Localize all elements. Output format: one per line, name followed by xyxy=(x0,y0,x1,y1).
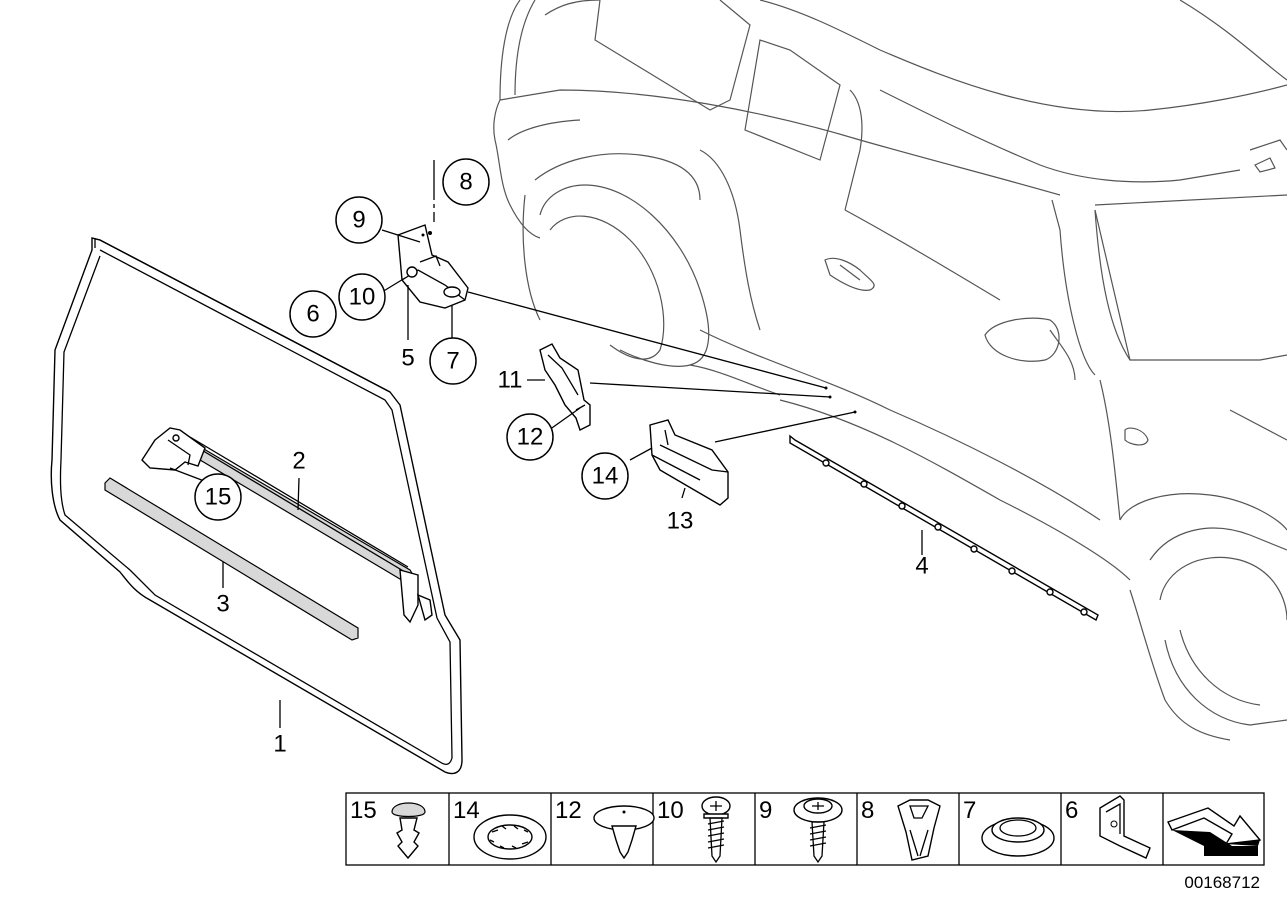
legend-cell-6: 6 xyxy=(1065,795,1151,859)
svg-text:9: 9 xyxy=(759,797,772,824)
svg-text:12: 12 xyxy=(555,797,582,824)
door-seal-frame xyxy=(50,237,463,775)
callout-13: 13 xyxy=(667,508,694,535)
callout-11: 11 xyxy=(498,367,523,394)
svg-text:15: 15 xyxy=(350,797,377,824)
trim-strip xyxy=(104,477,359,641)
callout-4: 4 xyxy=(915,553,928,580)
callout-14: 14 xyxy=(581,452,629,500)
legend-cell-10: 10 xyxy=(657,796,731,864)
callout-9: 9 xyxy=(335,196,383,244)
callout-12: 12 xyxy=(506,413,554,461)
svg-text:8: 8 xyxy=(459,169,472,196)
spring-nut-icon xyxy=(897,799,941,861)
legend-cell-15: 15 xyxy=(350,797,426,860)
expanding-rivet-icon xyxy=(593,805,655,860)
callout-5: 5 xyxy=(401,345,414,372)
callout-2: 2 xyxy=(292,448,305,475)
car-body-outline xyxy=(493,0,1287,741)
svg-text:8: 8 xyxy=(861,797,874,824)
callout-8: 8 xyxy=(442,158,490,206)
svg-text:6: 6 xyxy=(1065,797,1078,824)
svg-text:10: 10 xyxy=(349,284,376,311)
star-washer-icon xyxy=(473,814,547,860)
callout-7: 7 xyxy=(429,337,477,385)
callout-1: 1 xyxy=(273,731,286,758)
svg-text:14: 14 xyxy=(453,797,480,824)
legend-cell-8: 8 xyxy=(861,797,941,861)
leader-lines xyxy=(169,160,923,728)
legend-cell-arrow xyxy=(1167,807,1262,856)
svg-text:9: 9 xyxy=(352,207,365,234)
guide-piece xyxy=(539,343,591,431)
clip-bracket xyxy=(141,427,206,471)
bracket-icon xyxy=(1099,795,1151,859)
callout-6: 6 xyxy=(289,290,337,338)
circled-callouts: 8 9 10 6 7 12 14 15 xyxy=(194,158,629,521)
svg-text:7: 7 xyxy=(446,348,459,375)
legend-cell-12: 12 xyxy=(555,797,655,860)
push-rivet-icon xyxy=(391,802,426,860)
bracket-assembly xyxy=(397,224,469,309)
rocker-strip xyxy=(789,434,1099,622)
svg-text:7: 7 xyxy=(963,797,976,824)
sill-block xyxy=(649,419,729,506)
callout-3: 3 xyxy=(216,591,229,618)
callout-15: 15 xyxy=(194,473,242,521)
direction-arrow-icon xyxy=(1167,807,1262,856)
fastener-legend: 15 14 12 10 xyxy=(345,792,1265,866)
callout-10: 10 xyxy=(338,273,386,321)
washer-head-screw-icon xyxy=(793,797,843,864)
legend-cell-7: 7 xyxy=(963,797,1055,857)
pan-head-screw-icon xyxy=(701,796,731,864)
svg-text:6: 6 xyxy=(306,301,319,328)
svg-text:14: 14 xyxy=(592,463,619,490)
svg-text:12: 12 xyxy=(517,424,544,451)
legend-cell-14: 14 xyxy=(453,797,547,860)
document-number: 00168712 xyxy=(1184,873,1260,892)
grommet-icon xyxy=(981,817,1055,857)
svg-text:10: 10 xyxy=(657,797,684,824)
plain-callouts: 5 11 13 2 3 1 4 xyxy=(216,345,928,758)
legend-cell-9: 9 xyxy=(759,797,843,864)
svg-text:15: 15 xyxy=(205,484,232,511)
